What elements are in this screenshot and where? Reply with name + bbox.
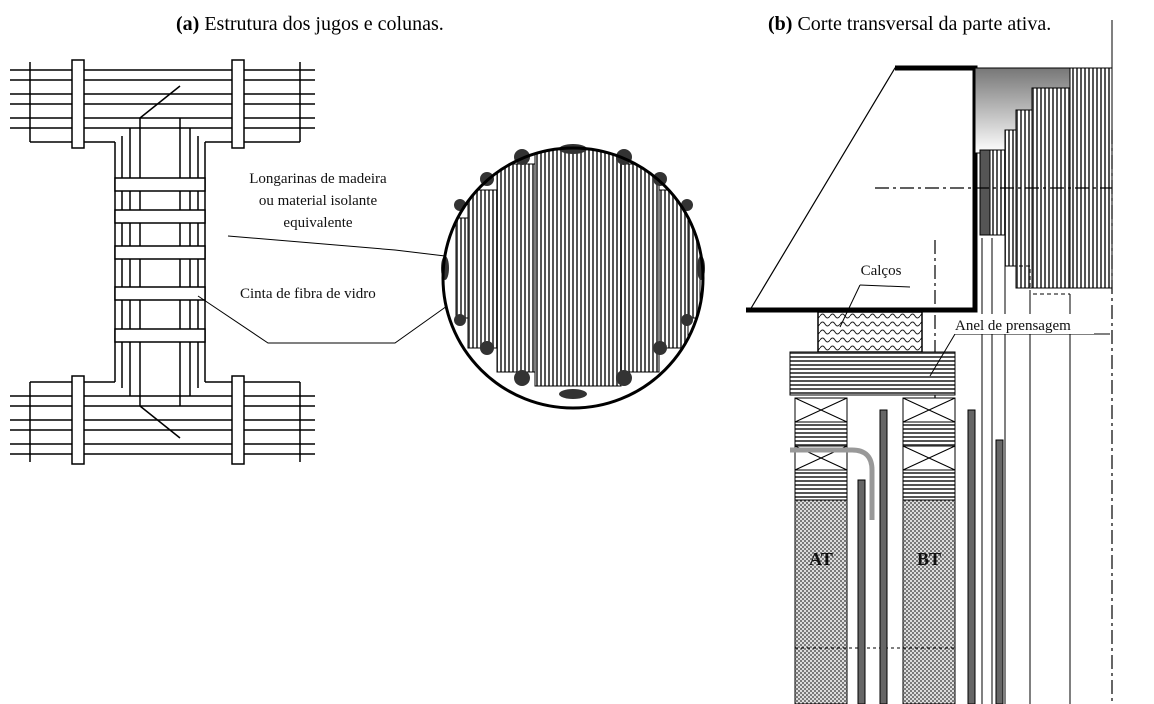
caption-a: (a) Estrutura dos jugos e colunas. (176, 12, 444, 36)
lead-tube (790, 447, 875, 520)
core-cross-section (441, 144, 705, 410)
label-bt: BT (917, 549, 941, 569)
label-cinta: Cinta de fibra de vidro (240, 286, 376, 302)
caption-b-letter: (b) (768, 13, 793, 35)
core-structure-drawing (10, 59, 315, 465)
caption-a-letter: (a) (176, 13, 200, 35)
label-longarinas-1: Longarinas de madeira (249, 171, 387, 187)
core-column (114, 85, 206, 439)
label-anel: Anel de prensagem (955, 318, 1071, 334)
band-circle (441, 146, 705, 410)
caption-b: (b) Corte transversal da parte ativa. (768, 12, 1051, 36)
fiberglass-bands (114, 177, 206, 343)
caption-b-text: Corte transversal da parte ativa. (792, 13, 1052, 35)
active-part-drawing: Calços Anel de prensagem AT BT (746, 20, 1113, 704)
winding-at (794, 499, 848, 704)
calcos-blocks (817, 311, 923, 353)
bottom-yoke (10, 375, 315, 465)
caption-a-text: Estrutura dos jugos e colunas. (199, 13, 444, 35)
pressing-ring (789, 351, 956, 396)
winding-bt (902, 499, 956, 704)
leader-lines-a (197, 235, 448, 344)
label-calcos: Calços (861, 263, 902, 279)
label-longarinas-3: equivalente (283, 215, 352, 231)
label-at: AT (809, 549, 833, 569)
label-longarinas-2: ou material isolante (259, 193, 378, 209)
top-yoke (10, 59, 315, 149)
